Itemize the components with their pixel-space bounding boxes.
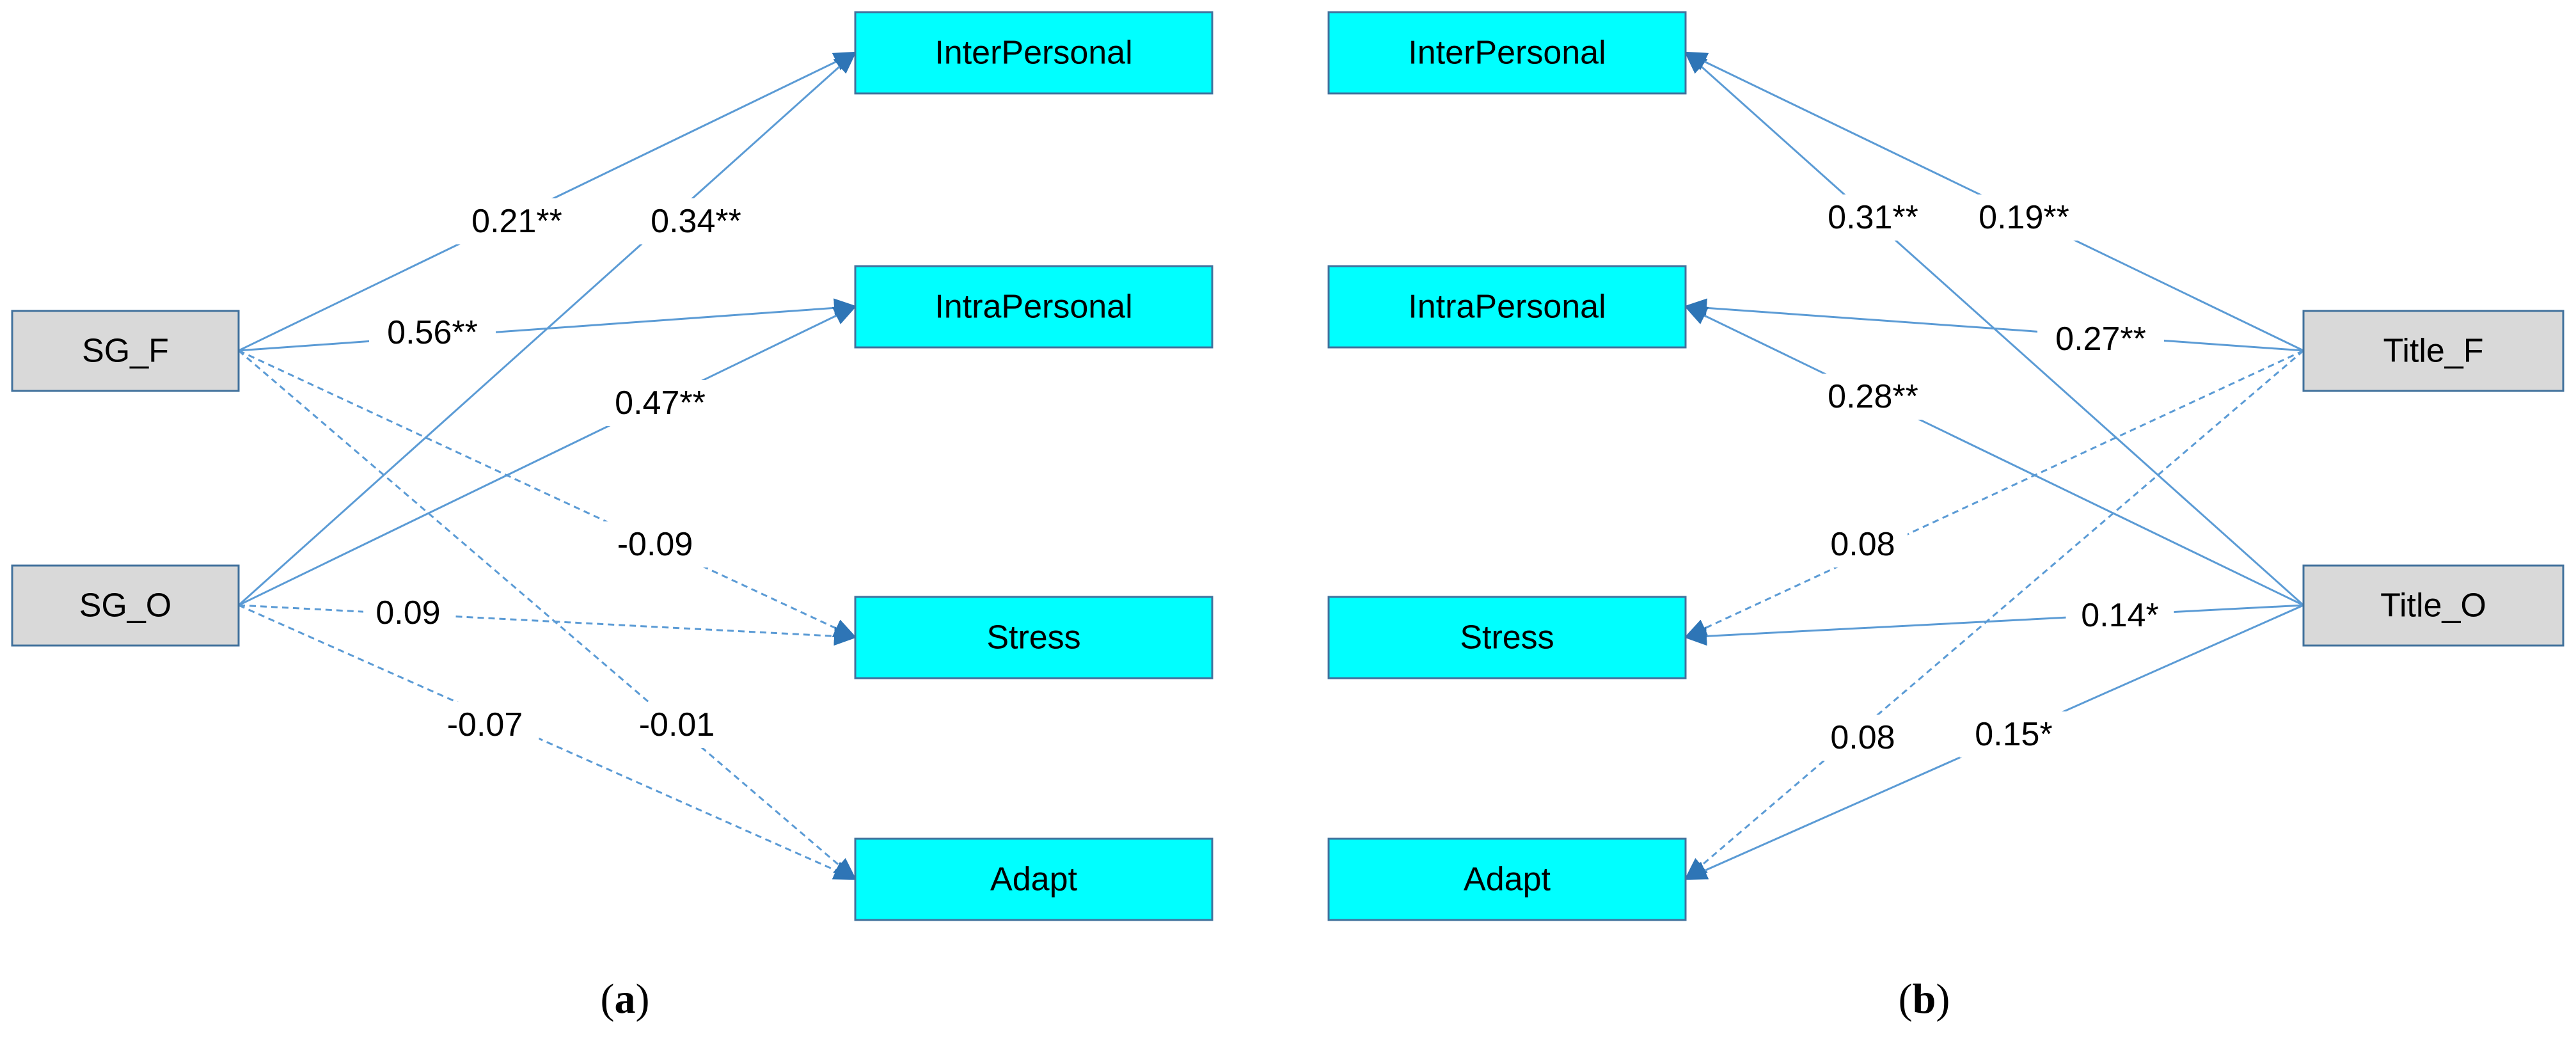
panel-b-target-stress: Stress <box>1327 596 1687 679</box>
panel-b-target-adapt: Adapt <box>1327 837 1687 921</box>
coefficient-label-background <box>2037 316 2164 362</box>
path-coefficient-sg-f-to-intra: 0.56** <box>387 314 478 351</box>
path-coefficient-title-o-to-adapt: 0.15* <box>1975 716 2052 753</box>
coefficient-label-background <box>1810 374 1936 420</box>
path-coefficient-sg-f-to-stress: -0.09 <box>617 526 693 563</box>
path-arrow-sg-f-to-adapt <box>238 349 857 880</box>
panel-a-target-adapt: Adapt <box>854 837 1213 921</box>
coefficient-label-background <box>597 380 723 426</box>
node-label: Title_O <box>2380 587 2486 624</box>
path-coefficient-title-o-to-inter: 0.31** <box>1828 199 1918 236</box>
path-arrow-title-f-to-stress <box>1684 349 2304 638</box>
node-label: IntraPersonal <box>935 289 1132 326</box>
path-coefficient-sg-o-to-stress: 0.09 <box>375 594 440 631</box>
panel-b-source-title-f: Title_F <box>2302 310 2564 392</box>
path-coefficient-sg-o-to-intra: 0.47** <box>615 385 706 422</box>
node-label: Stress <box>986 619 1080 656</box>
node-label: InterPersonal <box>935 35 1132 72</box>
coefficient-label-background <box>633 198 759 244</box>
coefficient-label-background <box>601 521 709 567</box>
path-coefficient-title-f-to-inter: 0.19** <box>1979 199 2069 236</box>
coefficient-label-background <box>431 702 539 748</box>
panel-b-target-intrapersonal: IntraPersonal <box>1327 265 1687 349</box>
path-coefficient-title-f-to-adapt: 0.08 <box>1830 719 1895 756</box>
panel-a-caption: (a) <box>601 976 650 1022</box>
path-coefficient-title-o-to-intra: 0.28** <box>1828 378 1918 415</box>
coefficient-label-background <box>622 702 731 748</box>
node-label: Title_F <box>2383 333 2484 370</box>
coefficient-label-background <box>1961 194 2087 241</box>
path-arrow-sg-f-to-intra <box>238 298 857 352</box>
coefficient-label-background <box>1810 194 1936 241</box>
coefficient-label-background <box>1959 711 2068 757</box>
path-arrow-sg-o-to-adapt <box>238 604 857 880</box>
node-label: SG_O <box>79 587 172 624</box>
node-label: Adapt <box>1464 861 1551 898</box>
node-label: InterPersonal <box>1408 35 1606 72</box>
path-arrow-title-f-to-intra <box>1684 298 2304 352</box>
path-coefficient-title-f-to-intra: 0.27** <box>2055 321 2146 358</box>
panel-a-source-sg-o: SG_O <box>11 564 240 647</box>
path-arrow-sg-f-to-stress <box>238 349 857 638</box>
coefficient-label-background <box>2066 592 2174 638</box>
path-coefficient-title-f-to-stress: 0.08 <box>1830 526 1895 563</box>
panel-a-target-stress: Stress <box>854 596 1213 679</box>
node-label: IntraPersonal <box>1408 289 1606 326</box>
coefficient-label-background <box>1818 521 1908 567</box>
path-arrow-sg-o-to-stress <box>238 604 857 646</box>
path-coefficient-title-o-to-stress: 0.14* <box>2081 597 2158 634</box>
panel-a-source-sg-f: SG_F <box>11 310 240 392</box>
coefficient-label-background <box>363 590 453 636</box>
node-label: Adapt <box>990 861 1077 898</box>
panel-a-target-intrapersonal: IntraPersonal <box>854 265 1213 349</box>
panel-a-target-interpersonal: InterPersonal <box>854 11 1213 95</box>
panel-b-caption: (b) <box>1899 976 1950 1022</box>
path-coefficient-sg-o-to-adapt: -0.07 <box>447 706 523 743</box>
path-coefficient-sg-f-to-adapt: -0.01 <box>639 706 715 743</box>
path-arrow-title-f-to-adapt <box>1684 349 2304 880</box>
node-label: Stress <box>1460 619 1554 656</box>
path-arrow-title-o-to-stress <box>1684 604 2304 646</box>
panel-b-target-interpersonal: InterPersonal <box>1327 11 1687 95</box>
coefficient-label-background <box>454 198 580 244</box>
coefficient-label-background <box>1818 715 1908 761</box>
panel-b-source-title-o: Title_O <box>2302 564 2564 647</box>
path-coefficient-sg-f-to-inter: 0.21** <box>471 203 562 240</box>
coefficient-label-background <box>369 310 496 356</box>
path-arrow-sg-o-to-intra <box>238 305 857 607</box>
path-coefficient-sg-o-to-inter: 0.34** <box>651 203 741 240</box>
node-label: SG_F <box>82 333 169 370</box>
path-arrow-title-o-to-intra <box>1684 305 2304 607</box>
